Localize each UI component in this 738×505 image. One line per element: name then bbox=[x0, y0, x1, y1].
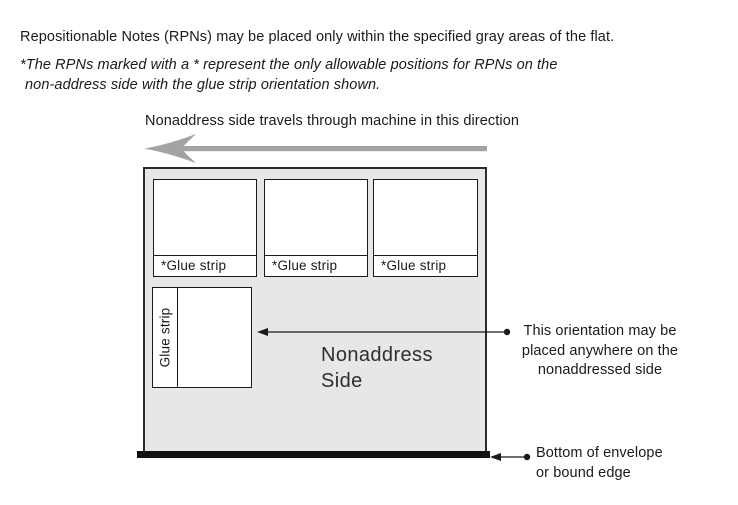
footnote-line-1: *The RPNs marked with a * represent the … bbox=[20, 57, 558, 73]
footnote-text: *The RPNs marked with a * represent the … bbox=[20, 55, 558, 95]
footnote-line-2: non-address side with the glue strip ori… bbox=[25, 77, 381, 93]
orientation-note: This orientation may be placed anywhere … bbox=[505, 322, 695, 381]
bound-edge-note-line1: Bottom of envelope bbox=[536, 445, 663, 461]
bound-edge-pointer-arrow-icon bbox=[490, 453, 531, 461]
rpn-box-1: *Glue strip bbox=[153, 179, 257, 277]
glue-strip-label-3: *Glue strip bbox=[374, 255, 477, 276]
rpn-box-3: *Glue strip bbox=[373, 179, 478, 277]
nonaddress-side-label: Nonaddress Side bbox=[321, 342, 433, 394]
orientation-note-line2: placed anywhere on the bbox=[521, 342, 679, 359]
machine-direction-arrow-icon bbox=[144, 134, 487, 164]
rpn-box-vertical: Glue strip bbox=[152, 287, 252, 388]
glue-strip-label-1: *Glue strip bbox=[154, 255, 256, 276]
machine-direction-label: Nonaddress side travels through machine … bbox=[145, 113, 520, 129]
nonaddress-side-label-line1: Nonaddress bbox=[321, 344, 433, 366]
intro-text: Repositionable Notes (RPNs) may be place… bbox=[20, 29, 615, 45]
glue-strip-label-2: *Glue strip bbox=[265, 255, 367, 276]
orientation-pointer-arrow-icon bbox=[257, 328, 511, 336]
nonaddress-side-label-line2: Side bbox=[321, 370, 363, 392]
rpn-box-2: *Glue strip bbox=[264, 179, 368, 277]
bound-edge-note-line2: or bound edge bbox=[536, 464, 631, 481]
glue-strip-vertical: Glue strip bbox=[153, 288, 178, 387]
orientation-note-line3: nonaddressed side bbox=[537, 362, 663, 378]
glue-strip-vertical-label: Glue strip bbox=[157, 307, 173, 368]
orientation-note-line1: This orientation may be bbox=[523, 323, 677, 339]
bound-edge-bar bbox=[137, 451, 490, 458]
bound-edge-note: Bottom of envelope or bound edge bbox=[536, 444, 663, 483]
flat-nonaddress-side: *Glue strip *Glue strip *Glue strip Glue… bbox=[143, 167, 487, 454]
